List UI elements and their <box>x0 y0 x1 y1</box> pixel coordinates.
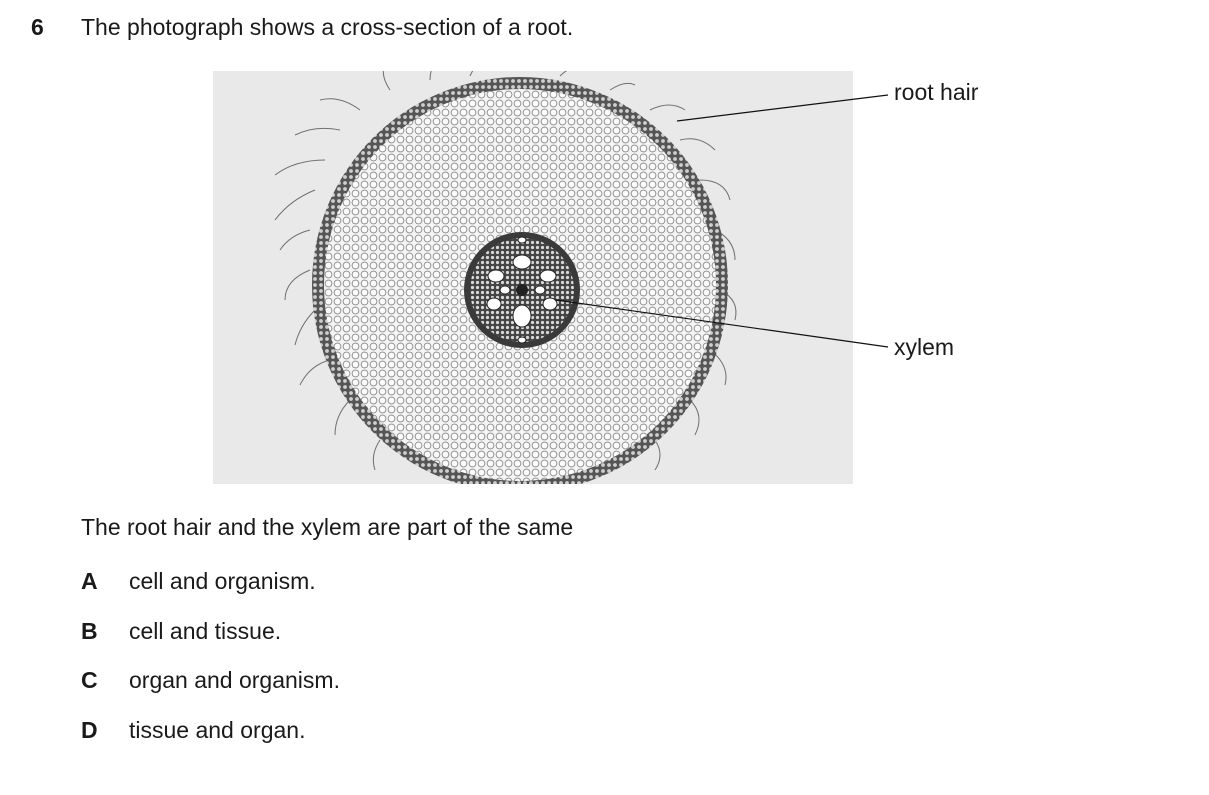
xylem-vessels <box>486 236 558 344</box>
option-text: tissue and organ. <box>129 717 306 743</box>
option-letter: B <box>81 618 98 644</box>
option-text: cell and tissue. <box>129 618 282 644</box>
question-stem: The photograph shows a cross-section of … <box>81 14 574 40</box>
option-text: organ and organism. <box>129 667 340 693</box>
option-a[interactable]: A cell and organism. <box>81 568 316 595</box>
xylem-label-line <box>555 299 889 348</box>
question-prompt: The root hair and the xylem are part of … <box>81 514 574 540</box>
option-c[interactable]: C organ and organism. <box>81 667 340 694</box>
root-cross-section-photo <box>213 71 889 484</box>
option-b[interactable]: B cell and tissue. <box>81 618 281 645</box>
xylem-label: xylem <box>894 334 955 360</box>
option-letter: D <box>81 717 98 743</box>
question-number: 6 <box>31 14 44 40</box>
option-letter: C <box>81 667 98 693</box>
root-hair-label: root hair <box>894 79 979 105</box>
root-hair-label-line <box>676 94 889 122</box>
central-pith <box>516 284 528 296</box>
option-text: cell and organism. <box>129 568 316 594</box>
option-letter: A <box>81 568 98 594</box>
option-d[interactable]: D tissue and organ. <box>81 717 305 744</box>
